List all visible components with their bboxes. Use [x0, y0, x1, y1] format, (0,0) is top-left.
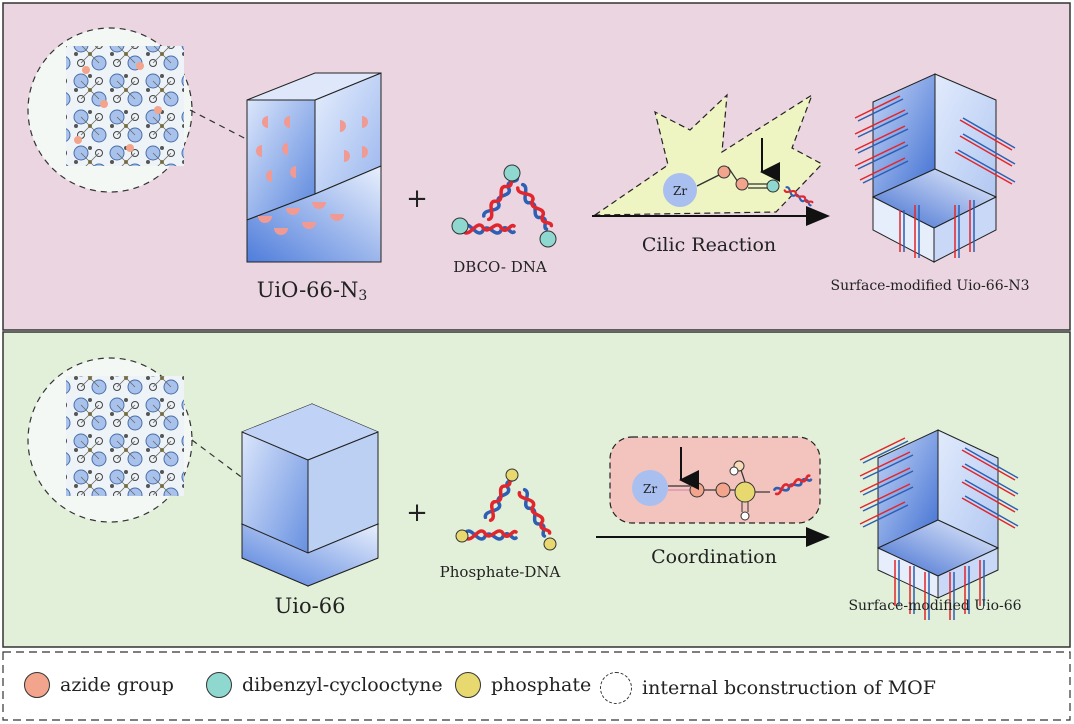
- azide-group-swatch: [24, 672, 50, 698]
- phosphate-dna-label: Phosphate-DNA: [440, 563, 561, 581]
- dibenzyl-cyclooctyne-swatch: [206, 672, 232, 698]
- reaction-bubble-top: [593, 93, 823, 216]
- mof-lattice-bottom: [66, 376, 184, 496]
- cilic-reaction-label: Cilic Reaction: [642, 234, 776, 256]
- uio-66-n3-cube: [246, 72, 382, 263]
- zr-label-bottom: Zr: [643, 482, 657, 496]
- uio-66-n3-label: UiO-66-N3: [257, 278, 368, 304]
- legend-item-phosphate: phosphate: [455, 672, 591, 698]
- surface-modified-uio-66-n3-cube: [871, 73, 998, 263]
- uio-66-label: Uio-66: [275, 594, 346, 618]
- plus-sign-bottom: +: [406, 498, 428, 528]
- dbco-dna-label: DBCO- DNA: [453, 258, 547, 276]
- legend-item-dibenzyl-cyclooctyne: dibenzyl-cyclooctyne: [206, 672, 443, 698]
- surface-modified-uio-66-n3-label: Surface-modified Uio-66-N3: [830, 278, 1029, 294]
- dbco-dna-triangle: [451, 164, 557, 248]
- mof-lattice-top: [66, 46, 184, 166]
- zr-label-top: Zr: [673, 184, 687, 198]
- zr-node-top: [663, 173, 697, 207]
- legend-item-azide-group: azide group: [24, 672, 174, 698]
- phosphate-dna-triangle: [455, 468, 557, 551]
- phosphate-swatch: [455, 672, 481, 698]
- uio-66-cube: [240, 403, 380, 587]
- surface-modified-uio-66-label: Surface-modified Uio-66: [848, 598, 1021, 614]
- legend-box: [2, 651, 1071, 721]
- legend-label-internal-construction: internal bconstruction of MOF: [642, 677, 936, 699]
- legend-item-internal-construction: internal bconstruction of MOF: [600, 672, 936, 704]
- coordination-label: Coordination: [651, 546, 777, 568]
- dna-strands-bottom-product: [859, 437, 1019, 620]
- legend-label-azide-group: azide group: [60, 674, 174, 696]
- azide-groups-on-cube: [256, 116, 368, 235]
- legend-label-phosphate: phosphate: [491, 674, 592, 696]
- dna-strands-top-product: [854, 95, 1016, 258]
- reaction-bubble-bottom: [609, 436, 821, 524]
- legend-label-dibenzyl-cyclooctyne: dibenzyl-cyclooctyne: [242, 674, 443, 696]
- zr-node-bottom: [632, 470, 668, 506]
- internal-construction-swatch: [600, 672, 632, 704]
- plus-sign-top: +: [406, 184, 428, 214]
